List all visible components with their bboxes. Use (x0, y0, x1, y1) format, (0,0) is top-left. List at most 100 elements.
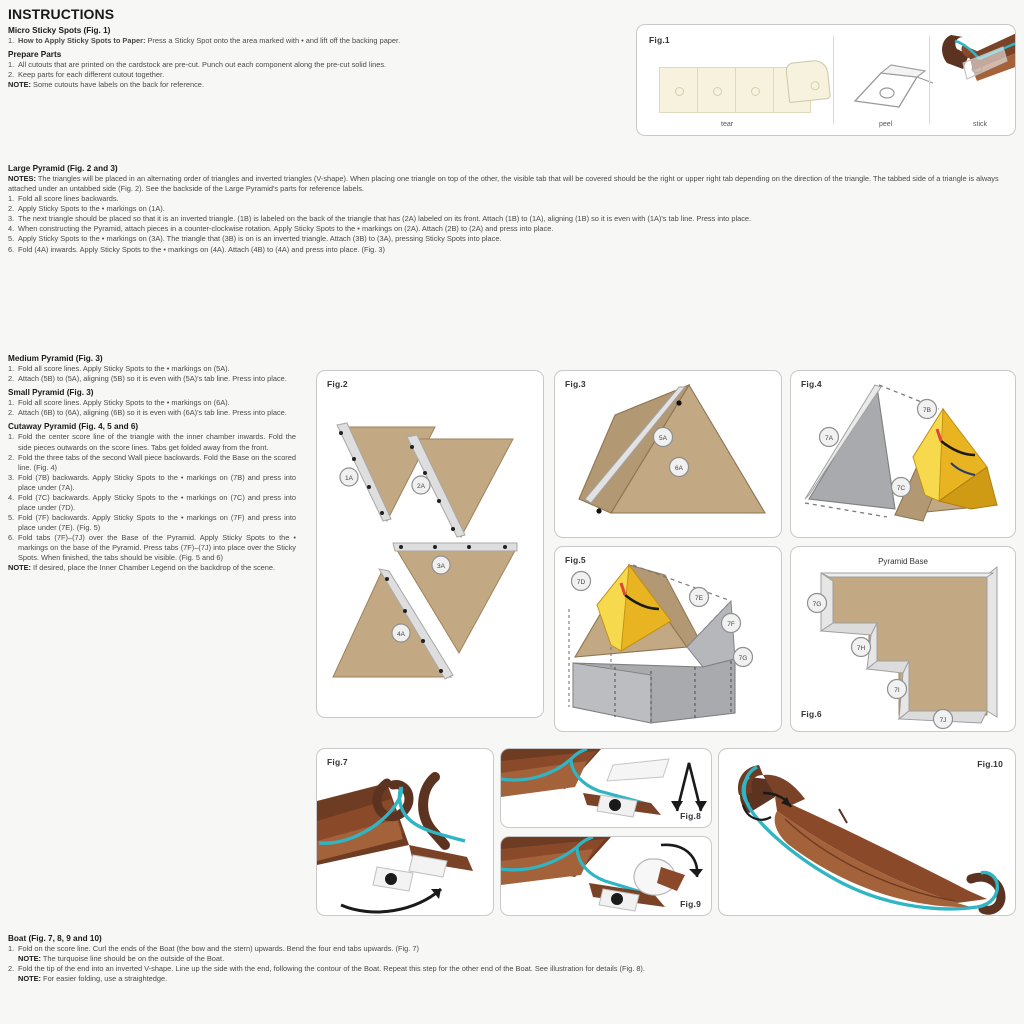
svg-text:4A: 4A (397, 631, 406, 638)
heading-boat: Boat (Fig. 7, 8, 9 and 10) (8, 934, 102, 943)
list-item: 1.Fold on the score line. Curl the ends … (8, 944, 1016, 964)
list-item: 5.Apply Sticky Spots to the • markings o… (8, 234, 1016, 244)
list-item: 1.Fold all score lines. Apply Sticky Spo… (8, 364, 296, 374)
panel-divider-1 (833, 36, 834, 124)
boat-v-fold-diagram (501, 749, 707, 818)
list-item: 3.Fold (7B) backwards. Apply Sticky Spot… (8, 473, 296, 493)
peel-illustration (853, 64, 934, 108)
figure-panel-fig9: Fig.9 (500, 836, 712, 916)
step-text: Fold the tip of the end into an inverted… (18, 964, 645, 974)
cutaway-wall-and-chamber-diagram: 7A 7B 7C (804, 384, 998, 522)
step-number: 1. (8, 432, 15, 442)
step-number: 2. (8, 408, 15, 418)
note-text: The turquoise line should be on the outs… (41, 954, 225, 964)
step-number: 5. (8, 512, 15, 522)
heading-micro-sticky: Micro Sticky Spots (Fig. 1) (8, 26, 111, 36)
list-item: 5.Fold (7F) backwards. Apply Sticky Spot… (8, 513, 296, 533)
note-cutaway-pyramid: NOTE: If desired, place the Inner Chambe… (8, 563, 296, 573)
note-label: NOTE: (18, 974, 41, 984)
list-medium-pyramid: 1.Fold all score lines. Apply Sticky Spo… (8, 364, 296, 384)
svg-text:6A: 6A (675, 465, 684, 472)
list-item: 2.Fold the tip of the end into an invert… (8, 964, 1016, 984)
figure-panel-fig8: Fig.8 (500, 748, 712, 828)
list-small-pyramid: 1.Fold all score lines. Apply Sticky Spo… (8, 398, 296, 418)
cutaway-pyramid-base-fold-diagram: 7D 7E 7F 7G (568, 563, 754, 724)
step-text: Fold all score lines. Apply Sticky Spots… (18, 398, 230, 408)
heading-small-pyramid: Small Pyramid (Fig. 3) (8, 388, 94, 398)
step-number: 1. (8, 194, 15, 204)
step-number: 1. (8, 398, 15, 408)
figure-panel-fig7: Fig.7 (316, 748, 494, 916)
svg-text:7E: 7E (695, 595, 704, 602)
step-text: Fold (7F) backwards. Apply Sticky Spots … (18, 512, 296, 532)
figure-panel-fig1: Fig.1 tear peel stick (636, 24, 1016, 136)
boat-block: Boat (Fig. 7, 8, 9 and 10) 1.Fold on the… (8, 930, 1016, 984)
note-text: Some cutouts have labels on the back for… (31, 80, 204, 90)
heading-cutaway-pyramid: Cutaway Pyramid (Fig. 4, 5 and 6) (8, 422, 139, 432)
note-boat-1: NOTE: The turquoise line should be on th… (18, 954, 1016, 964)
step-text: All cutouts that are printed on the card… (18, 60, 387, 70)
figure-label-fig10: Fig.10 (977, 759, 1003, 769)
page-title: INSTRUCTIONS (8, 6, 115, 22)
figure-panel-fig2: Fig.2 1A 2A 3A (316, 370, 544, 718)
figure-label-fig3: Fig.3 (565, 379, 586, 389)
pyramid-base-title: Pyramid Base (878, 557, 928, 566)
step-number: 1. (8, 944, 15, 954)
list-item: 1.All cutouts that are printed on the ca… (8, 60, 624, 70)
boat-end-curl-diagram (317, 772, 473, 914)
step-number: 4. (8, 492, 15, 502)
note-prepare-parts: NOTE: Some cutouts have labels on the ba… (8, 80, 624, 90)
notes-text: The triangles will be placed in an alter… (8, 174, 999, 194)
step-text: Fold the center score line of the triang… (18, 432, 296, 452)
notes-large-pyramid: NOTES: The triangles will be placed in a… (8, 174, 1016, 194)
step-number: 5. (8, 234, 15, 244)
list-boat: 1.Fold on the score line. Curl the ends … (8, 944, 1016, 984)
step-text: The next triangle should be placed so th… (18, 214, 752, 224)
note-text: For easier folding, use a straightedge. (41, 974, 168, 984)
large-pyramid-block: Large Pyramid (Fig. 2 and 3) NOTES: The … (8, 160, 1016, 255)
note-label: NOTE: (18, 954, 41, 964)
step-number: 2. (8, 374, 15, 384)
svg-text:2A: 2A (417, 483, 426, 490)
figure-label-fig4: Fig.4 (801, 379, 822, 389)
figure-panel-fig5: Fig.5 7D 7E 7F 7G (554, 546, 782, 732)
pyramid-base-diagram: 7G 7H 7I 7J (806, 565, 998, 730)
svg-text:7H: 7H (857, 645, 866, 652)
figure-panel-fig6: Fig.6 Pyramid Base 7G 7H 7I 7J (790, 546, 1016, 732)
svg-text:7C: 7C (897, 485, 906, 492)
heading-medium-pyramid: Medium Pyramid (Fig. 3) (8, 354, 103, 363)
note-text: If desired, place the Inner Chamber Lege… (31, 563, 276, 573)
list-large-pyramid: 1.Fold all score lines backwards. 2.Appl… (8, 194, 1016, 254)
figure-panel-fig4: Fig.4 7A 7B 7C (790, 370, 1016, 538)
step-text: When constructing the Pyramid, attach pi… (18, 224, 554, 234)
notes-label: NOTES: (8, 174, 36, 184)
step-number: 1. (8, 60, 15, 70)
step-text: Attach (6B) to (6A), aligning (6B) so it… (18, 408, 287, 418)
step-text: Fold (7B) backwards. Apply Sticky Spots … (18, 472, 296, 492)
step-number: 2. (8, 204, 15, 214)
step-text: Fold the three tabs of the second Wall p… (18, 452, 296, 472)
list-item: 6.Fold (4A) inwards. Apply Sticky Spots … (8, 245, 1016, 255)
step-number: 2. (8, 452, 15, 462)
figure-label-fig1: Fig.1 (649, 35, 670, 45)
step-text: Fold (4A) inwards. Apply Sticky Spots to… (18, 244, 385, 254)
step-number: 3. (8, 472, 15, 482)
svg-text:7F: 7F (727, 621, 735, 628)
step-number: 2. (8, 70, 15, 80)
step-text: Apply Sticky Spots to the • markings on … (18, 204, 165, 214)
step-text: Fold (7C) backwards. Apply Sticky Spots … (18, 492, 296, 512)
completed-boat-diagram (737, 765, 1006, 915)
stick-illustration (942, 33, 1015, 81)
step-text: Fold tabs (7F)–(7J) over the Base of the… (18, 533, 296, 563)
figure-label-fig5: Fig.5 (565, 555, 586, 565)
figure-label-fig7: Fig.7 (327, 757, 348, 767)
list-item: 1.Fold the center score line of the tria… (8, 432, 296, 452)
svg-text:7J: 7J (940, 717, 947, 724)
svg-text:7A: 7A (825, 435, 834, 442)
list-item: 2.Apply Sticky Spots to the • markings o… (8, 204, 1016, 214)
heading-prepare-parts: Prepare Parts (8, 50, 62, 60)
step-text: Attach (5B) to (5A), aligning (5B) so it… (18, 374, 287, 384)
figure-label-fig9: Fig.9 (680, 899, 701, 909)
step-text: Press a Sticky Spot onto the area marked… (145, 36, 401, 46)
